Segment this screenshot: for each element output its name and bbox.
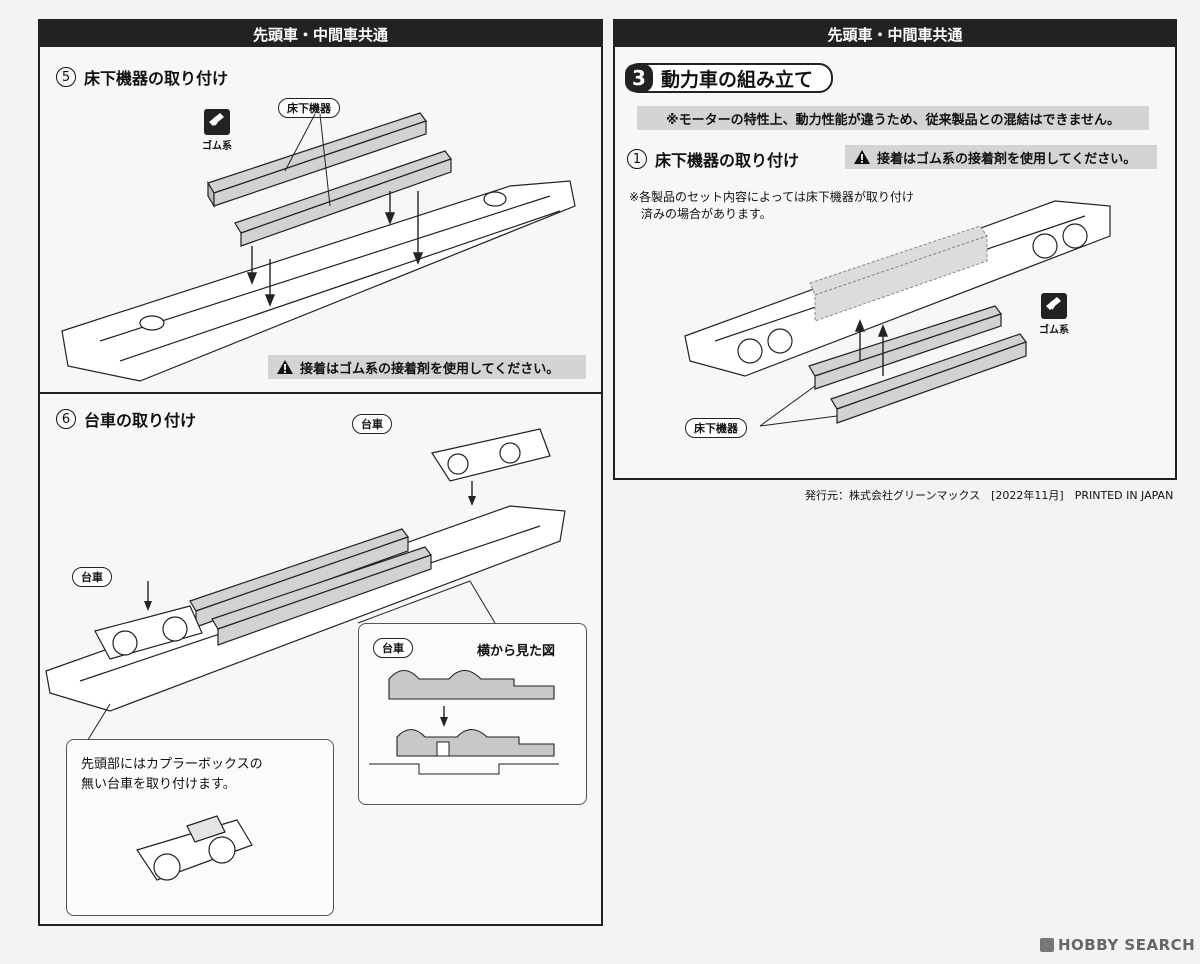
inset-bogie-callout: 台車 xyxy=(373,638,413,658)
right-panel: 先頭車・中間車共通 3 動力車の組み立て ※モーターの特性上、動力性能が違うため… xyxy=(613,19,1177,480)
step5-warning: 接着はゴム系の接着剤を使用してください。 xyxy=(268,355,586,379)
step1-underfloor-1 xyxy=(808,305,1002,390)
step5-warning-text: 接着はゴム系の接着剤を使用してください。 xyxy=(300,361,560,377)
step1-underfloor-2 xyxy=(830,333,1027,424)
warning-triangle-icon xyxy=(277,360,293,374)
underfloor-block-2 xyxy=(234,150,452,247)
step6-title: 6 台車の取り付け xyxy=(56,407,196,431)
step6-title-text: 台車の取り付け xyxy=(84,411,197,430)
step5-title-text: 床下機器の取り付け xyxy=(84,69,229,88)
section3-title-text: 動力車の組み立て xyxy=(661,68,814,91)
rubber-glue-icon xyxy=(204,109,230,135)
step1-warning-text: 接着はゴム系の接着剤を使用してください。 xyxy=(877,151,1137,167)
step1-note-line2: 済みの場合があります。 xyxy=(641,207,772,221)
side-view-inset: 台車 横から見た図 xyxy=(358,623,587,805)
step1-title-text: 床下機器の取り付け xyxy=(655,151,800,170)
motor-notice-text: ※モーターの特性上、動力性能が違うため、従来製品との混結はできません。 xyxy=(665,112,1121,128)
motor-notice: ※モーターの特性上、動力性能が違うため、従来製品との混結はできません。 xyxy=(637,106,1149,130)
step5-diagram xyxy=(61,112,576,382)
inset-chassis-line xyxy=(369,741,559,775)
step1-number: 1 xyxy=(627,149,647,169)
inset-side-view-label: 横から見た図 xyxy=(477,644,556,659)
step6-diagram xyxy=(45,428,566,757)
step5-glue-badge: ゴム系 xyxy=(202,109,232,152)
inset-bogie-profile-bottom xyxy=(396,728,555,757)
inset-bogie-profile-top xyxy=(388,669,555,700)
motor-block-ghost xyxy=(809,225,988,322)
publisher-footer: 発行元：株式会社グリーンマックス [2022年11月] PRINTED IN J… xyxy=(805,489,1174,502)
step1-glue-badge: ゴム系 xyxy=(1039,293,1069,336)
inset-side-view-drawing xyxy=(369,669,559,775)
step1-warning: 接着はゴム系の接着剤を使用してください。 xyxy=(845,145,1157,169)
step-divider xyxy=(40,392,601,394)
step5-arrows xyxy=(246,191,424,307)
section3-number: 3 xyxy=(625,64,653,92)
lead-bogie-note-line2: 無い台車を取り付けます。 xyxy=(81,777,236,792)
step5-glue-label: ゴム系 xyxy=(202,141,232,152)
step5-underfloor-callout: 床下機器 xyxy=(278,98,340,118)
step1-glue-label: ゴム系 xyxy=(1039,325,1069,336)
bogie-left-illustration xyxy=(94,605,203,660)
hobby-search-logo-icon xyxy=(1040,938,1054,952)
step1-underfloor-callout: 床下機器 xyxy=(685,418,747,438)
bogie-top-illustration xyxy=(431,428,551,482)
lead-bogie-note-line1: 先頭部にはカプラーボックスの xyxy=(81,757,263,772)
step6-number: 6 xyxy=(56,409,76,429)
step6-bogie-top-callout: 台車 xyxy=(352,414,392,434)
chassis-mounts xyxy=(139,191,507,331)
warning-triangle-icon xyxy=(854,150,870,164)
left-panel: 先頭車・中間車共通 5 床下機器の取り付け 床下機器 ゴム系 xyxy=(38,19,603,926)
left-panel-header: 先頭車・中間車共通 xyxy=(40,21,601,47)
step1-diagram xyxy=(684,200,1111,427)
step6-underfloor-2 xyxy=(211,546,432,646)
section3-title: 3 動力車の組み立て xyxy=(625,63,834,93)
rubber-glue-icon xyxy=(1041,293,1067,319)
powered-bogies xyxy=(737,223,1088,364)
step5-title: 5 床下機器の取り付け xyxy=(56,65,228,89)
chassis-frame xyxy=(61,180,576,382)
hobby-search-watermark: HOBBY SEARCH xyxy=(1040,936,1195,954)
step1-note-line1: ※各製品のセット内容によっては床下機器が取り付け xyxy=(629,190,914,204)
underfloor-block-1 xyxy=(207,112,427,209)
lead-bogie-note: 先頭部にはカプラーボックスの 無い台車を取り付けます。 xyxy=(66,739,334,916)
watermark-text: HOBBY SEARCH xyxy=(1058,936,1196,954)
step1-title: 1 床下機器の取り付け xyxy=(627,147,799,171)
step6-bogie-left-callout: 台車 xyxy=(72,567,112,587)
right-panel-header: 先頭車・中間車共通 xyxy=(615,21,1175,47)
lead-bogie-drawing xyxy=(136,815,253,881)
step5-number: 5 xyxy=(56,67,76,87)
